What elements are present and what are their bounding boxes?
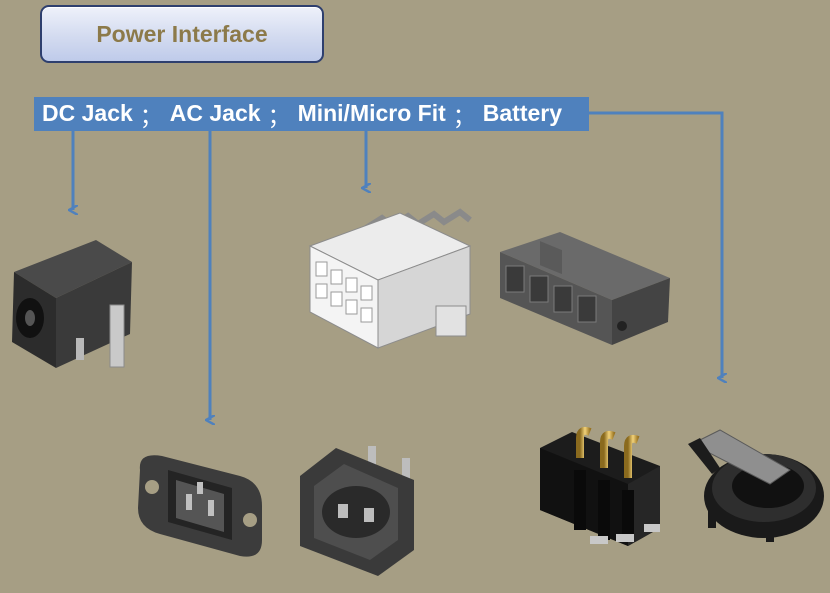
battery-contact-image <box>540 426 660 546</box>
page-title: Power Interface <box>96 20 268 47</box>
micro-fit-connector-image <box>500 232 670 345</box>
category-ac-jack: AC Jack <box>169 100 261 126</box>
arrow-battery <box>589 111 722 378</box>
dc-jack-image <box>12 240 132 368</box>
category-mini-micro-fit: Mini/Micro Fit <box>297 100 446 126</box>
separator: ； <box>267 103 291 129</box>
coin-cell-holder-image <box>688 429 824 542</box>
title-box: Power Interface <box>40 5 324 63</box>
ac-inlet-flanged-image <box>138 455 262 557</box>
separator: ； <box>452 103 476 129</box>
category-bar: DC Jack ； AC Jack ； Mini/Micro Fit ； Bat… <box>34 97 589 131</box>
category-dc-jack: DC Jack <box>42 100 133 126</box>
ac-inlet-c8-image <box>300 446 414 576</box>
separator: ； <box>139 103 163 129</box>
category-battery: Battery <box>482 100 563 126</box>
mini-fit-connector-image <box>308 208 472 349</box>
